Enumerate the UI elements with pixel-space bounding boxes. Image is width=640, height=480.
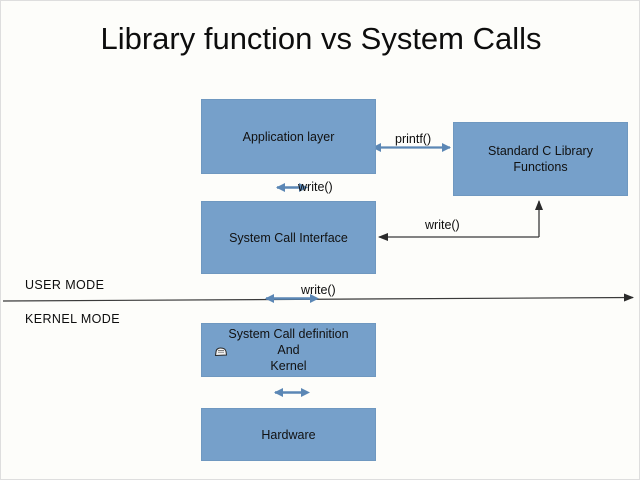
label-kernel-mode: KERNEL MODE [25,312,120,326]
label-sci-kernel-write: write() [301,283,336,297]
mouse-cursor-icon [214,347,228,357]
node-system-call-definition-line1: System Call definition [228,327,349,341]
node-standard-c-library[interactable]: Standard C Library Functions [453,122,628,196]
label-app-sci-write: write() [298,180,333,194]
node-system-call-definition-line3: Kernel [270,359,307,373]
label-printf: printf() [395,132,432,146]
node-application-layer-label: Application layer [242,129,335,144]
node-hardware[interactable]: Hardware [201,408,376,461]
node-application-layer[interactable]: Application layer [201,99,376,174]
mode-divider-line [2,293,634,302]
node-system-call-interface[interactable]: System Call Interface [201,201,376,274]
node-system-call-definition-line2: And [277,343,300,357]
node-standard-c-library-line2: Functions [513,160,568,174]
node-standard-c-library-line1: Standard C Library [488,144,593,158]
node-system-call-definition[interactable]: System Call definition And Kernel [201,323,376,377]
label-user-mode: USER MODE [25,278,105,292]
node-hardware-label: Hardware [261,427,316,442]
page-title: Library function vs System Calls [100,21,542,56]
node-system-call-interface-label: System Call Interface [229,230,348,245]
label-clib-sci-write: write() [425,218,460,232]
